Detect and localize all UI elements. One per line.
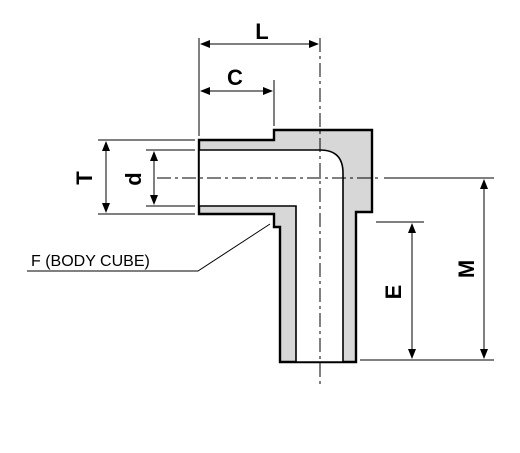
label-L: L xyxy=(255,19,268,44)
inner-bore xyxy=(198,149,344,363)
label-C: C xyxy=(227,65,243,90)
label-M: M xyxy=(454,260,479,278)
callout-leader xyxy=(27,223,271,272)
callout-body-cube: F (BODY CUBE) xyxy=(31,253,150,270)
label-T: T xyxy=(72,171,97,185)
label-E: E xyxy=(381,285,406,300)
label-d: d xyxy=(121,172,146,185)
